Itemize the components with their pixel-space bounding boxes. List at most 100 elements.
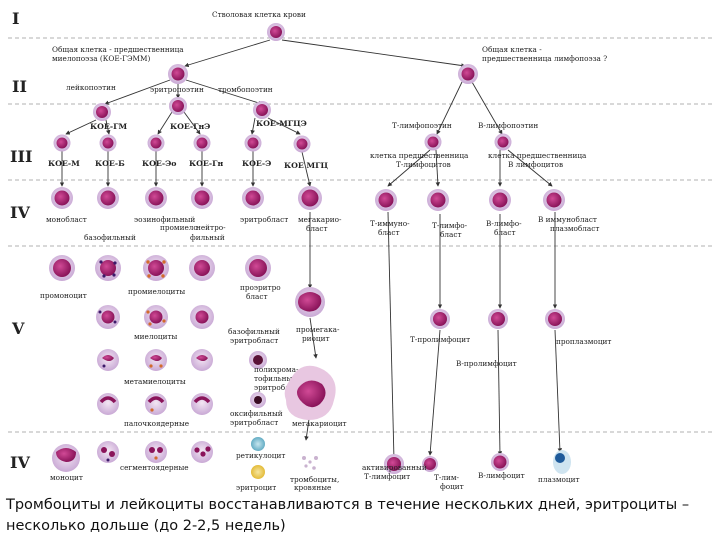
metamyelocytes-label: метамиелоциты bbox=[124, 377, 186, 386]
promonocyte-cell bbox=[49, 255, 75, 281]
koe-mgc-cell bbox=[293, 135, 311, 153]
promyelocyte-row bbox=[49, 255, 271, 281]
plasmoblast-label: плазмобласт bbox=[550, 224, 599, 233]
b-prolymphocyte-cell bbox=[488, 309, 508, 329]
erythropoietin-label: эритропоэтин bbox=[150, 85, 204, 94]
megakaryocyte-cell bbox=[284, 365, 336, 420]
plasmocyte-label: плазмоцит bbox=[538, 475, 580, 484]
neutrophil-blast-cell bbox=[191, 187, 213, 209]
t-precursor-label-2: Т-лимфоцитов bbox=[396, 160, 451, 169]
t-precursor-cell bbox=[424, 133, 442, 151]
neutrophil-metamyelocyte-cell bbox=[191, 349, 213, 371]
monocyte-label: моноцит bbox=[50, 473, 83, 482]
stem-cell bbox=[267, 23, 285, 41]
oxyphilic-erythroblast-cell bbox=[250, 392, 266, 408]
pronormoblast-label-2: бласт bbox=[246, 292, 268, 301]
reticulocyte-label: ретикулоцит bbox=[236, 451, 285, 460]
eosinophil-band-cell bbox=[145, 393, 167, 415]
monoblast-cell bbox=[51, 187, 73, 209]
b-prolymphocyte-label: В-пролимфоцит bbox=[456, 359, 517, 368]
level-label-2: II bbox=[12, 77, 27, 96]
koe-eo-label: КОЕ-Эо bbox=[142, 159, 176, 168]
level-label-1: I bbox=[12, 9, 19, 28]
proplasmocyte-cell bbox=[545, 309, 565, 329]
caption-text: Тромбоциты и лейкоциты восстанавливаются… bbox=[6, 497, 690, 534]
b-lymphopoietin-label: В-лимфопоэтин bbox=[478, 121, 538, 130]
koe-eo-cell bbox=[147, 134, 165, 152]
neutro-label: нейтро- bbox=[196, 223, 226, 232]
myelocytes-label: миелоциты bbox=[134, 332, 177, 341]
activated-t-label: активированный bbox=[362, 463, 427, 472]
megakaryoblast-cell bbox=[298, 186, 322, 210]
promonocyte-label: промоноцит bbox=[40, 291, 87, 300]
neutrophil-band-cell bbox=[191, 393, 213, 415]
basophil-metamyelocyte-cell bbox=[97, 349, 119, 371]
megakaryoblast-label: мегакарио- bbox=[298, 215, 342, 224]
myeloid-progenitor-label: Общая клетка - предшественница bbox=[52, 45, 184, 54]
band-label: палочкоядерные bbox=[124, 419, 189, 428]
t-lymphocyte-label: Т-лим- bbox=[434, 473, 460, 482]
promegakaryocyte-label: промегака- bbox=[296, 325, 340, 334]
koe-mgce-cell bbox=[253, 101, 271, 119]
b-lymphocyte-label: В-лимфоцит bbox=[478, 471, 525, 480]
polychromatophil-label-3: эритробласт bbox=[254, 383, 302, 392]
b-immunoblast-cell bbox=[543, 189, 565, 211]
t-lymphoblast-label: Т-лимфо- bbox=[432, 221, 468, 230]
basophil-promyelocyte-blast-cell bbox=[97, 187, 119, 209]
level-label-5: V bbox=[11, 319, 25, 338]
plasmocyte-cell bbox=[553, 450, 571, 474]
b-precursor-label-2: В лимфоцитов bbox=[508, 160, 563, 169]
monocyte-cell bbox=[52, 444, 80, 472]
level-label-4: IV bbox=[10, 203, 30, 222]
koe-gn-cell bbox=[193, 134, 211, 152]
koe-level-cells bbox=[53, 133, 512, 153]
koe-gie-label: КОЕ-ГнЭ bbox=[170, 122, 210, 131]
lymphoid-progenitor-label: Общая клетка - bbox=[482, 45, 542, 54]
pronormoblast-label: проэритро bbox=[240, 283, 281, 292]
koe-e-cell bbox=[244, 134, 262, 152]
t-immunoblast-label: Т-иммуно- bbox=[370, 219, 410, 228]
eosinophil-segmented-cell bbox=[145, 441, 167, 463]
koe-m-label: КОЕ-М bbox=[48, 159, 80, 168]
lymphoid-progenitor-label-2: предшественница лимфопоэза ? bbox=[482, 54, 607, 63]
t-immunoblast-cell bbox=[375, 189, 397, 211]
neutrophil-segmented-cell bbox=[191, 441, 213, 463]
stem-cell-label: Стволовая клетка крови bbox=[212, 10, 306, 19]
oxyphilic-label-2: эритробласт bbox=[230, 418, 278, 427]
segmented-label: сегментоядерные bbox=[120, 463, 189, 472]
erythroblast-cell bbox=[242, 187, 264, 209]
koe-gie-cell bbox=[169, 97, 187, 115]
basophil-band-cell bbox=[97, 393, 119, 415]
koe-b-label: КОЕ-Б bbox=[95, 159, 125, 168]
leukopoietin-label: лейкопоэтин bbox=[66, 83, 116, 92]
koe-gm-label: КОЕ-ГМ bbox=[90, 122, 127, 131]
t-lymphoblast-cell bbox=[427, 189, 449, 211]
basophil-myelocyte-cell bbox=[96, 305, 120, 329]
neutrophil-promyelocyte-cell bbox=[189, 255, 215, 281]
reticulocyte-cell bbox=[251, 437, 265, 451]
basophil-erythroblast-label-2: эритробласт bbox=[230, 336, 278, 345]
megakaryoblast-label-2: бласт bbox=[306, 224, 328, 233]
promyelo-label: промиело- bbox=[160, 223, 201, 232]
eosinophil-myelocyte-cell bbox=[144, 305, 168, 329]
b-precursor-cell bbox=[494, 133, 512, 151]
t-immunoblast-label-2: бласт bbox=[378, 228, 400, 237]
t-precursor-label: клетка предшественница bbox=[370, 151, 469, 160]
t-prolymphocyte-label: Т-пролимфоцит bbox=[410, 335, 470, 344]
level-dividers bbox=[8, 37, 712, 433]
activated-t-lymphocyte-cell bbox=[384, 454, 404, 474]
b-lymphoblast-label: В-лимфо- bbox=[486, 219, 522, 228]
myeloid-progenitor-cell bbox=[168, 64, 188, 84]
metamyelocyte-row bbox=[97, 349, 267, 371]
b-precursor-label: клетка предшественница bbox=[488, 151, 587, 160]
b-immunoblast-label: В иммунобласт bbox=[538, 215, 597, 224]
megakaryocyte-large-cell bbox=[295, 287, 325, 317]
polychromatophil-label-2: тофильный bbox=[254, 374, 297, 383]
t-lymphoblast-label-2: бласт bbox=[440, 230, 462, 239]
platelets-cluster bbox=[302, 456, 318, 470]
platelets-label: тромбоциты, bbox=[290, 475, 339, 484]
myeloid-progenitor-label-2: миелопоэза (КОЕ-ГЭММ) bbox=[52, 54, 151, 63]
lymphoid-progenitor-cell bbox=[458, 64, 478, 84]
basophil-promyelocyte-cell bbox=[95, 255, 121, 281]
t-lymphocyte-label-2: фоцит bbox=[440, 482, 464, 491]
